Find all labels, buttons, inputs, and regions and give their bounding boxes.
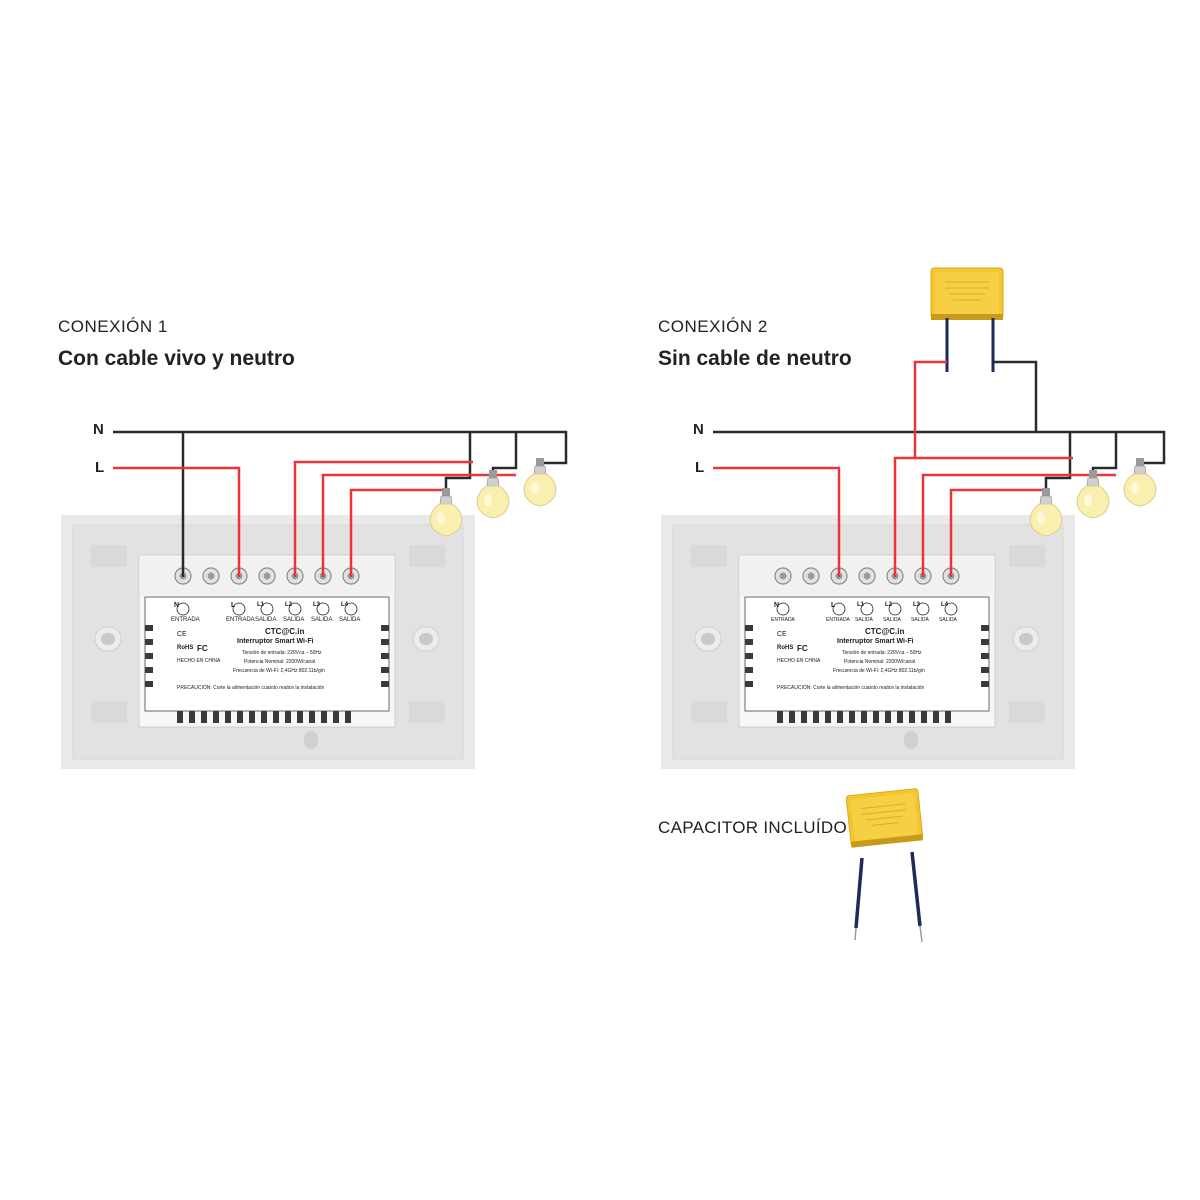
- terminal-l1-symbol-2: L1: [857, 602, 865, 608]
- bulb-2a-icon: [1029, 487, 1063, 537]
- origin-1: HECHO EN CHINA: [177, 658, 221, 664]
- terminal-l2-label-2: SALIDA: [883, 617, 901, 623]
- caution-2: PRECAUCIÓN: Corte la alimentación cuando…: [777, 685, 925, 691]
- neutral-label-1: N: [93, 421, 104, 438]
- terminal-l3-symbol-1: L3: [313, 602, 321, 608]
- terminal-l-symbol-1: L: [231, 602, 236, 609]
- live-label-1: L: [95, 459, 105, 476]
- connection2-title: Sin cable de neutro: [658, 347, 852, 370]
- terminal-l1-label-1: SALIDA: [255, 617, 277, 623]
- terminal-n-label-2: ENTRADA: [771, 617, 795, 623]
- terminal-l2-symbol-1: L2: [285, 602, 293, 608]
- rohs-mark-1: RoHS: [177, 645, 194, 651]
- connection1-title: Con cable vivo y neutro: [58, 347, 295, 370]
- connection1-number: CONEXIÓN 1: [58, 317, 168, 336]
- live-wire-1: [113, 460, 516, 577]
- bulb-2b-icon: [1076, 469, 1110, 519]
- terminal-n-label-1: ENTRADA: [171, 617, 200, 623]
- terminal-l4-symbol-1: L4: [341, 602, 349, 608]
- brand-1: CTC@C.in: [265, 627, 305, 636]
- spec-power-1: Potencia Nominal: 2200W/canal: [244, 659, 316, 665]
- live-label-2: L: [695, 459, 705, 476]
- fc-mark-1: FC: [197, 644, 208, 653]
- terminal-l-label-2: ENTRADA: [826, 617, 850, 623]
- spec-voltage-2: Tensión de entrada: 220Vca – 50Hz: [842, 650, 922, 656]
- bulb-1a-icon: [429, 487, 463, 537]
- neutral-label-2: N: [693, 421, 704, 438]
- live-wire-2: [713, 360, 1116, 577]
- capacitor-included-label: CAPACITOR INCLUÍDO: [658, 818, 847, 837]
- fc-mark-2: FC: [797, 644, 808, 653]
- terminal-n-symbol-2: N: [774, 602, 780, 609]
- brand-2: CTC@C.in: [865, 627, 905, 636]
- caution-1: PRECAUCIÓN: Corte la alimentación cuando…: [177, 685, 325, 691]
- bulb-1c-icon: [523, 457, 557, 507]
- rohs-mark-2: RoHS: [777, 645, 794, 651]
- terminal-l-label-1: ENTRADA: [226, 617, 255, 623]
- spec-wifi-1: Frecuencia de Wi-Fi: 2,4GHz 802.11b/g/n: [233, 668, 325, 674]
- ce-mark-1: CE: [177, 631, 187, 638]
- terminal-l3-label-2: SALIDA: [911, 617, 929, 623]
- spec-wifi-2: Frecuencia de Wi-Fi: 2,4GHz 802.11b/g/n: [833, 668, 925, 674]
- connection2-number: CONEXIÓN 2: [658, 317, 768, 336]
- terminal-l2-symbol-2: L2: [885, 602, 893, 608]
- terminal-l1-label-2: SALIDA: [855, 617, 873, 623]
- spec-voltage-1: Tensión de entrada: 220Vca – 50Hz: [242, 650, 322, 656]
- capacitor-top-icon: [930, 267, 1004, 321]
- terminal-l3-label-1: SALIDA: [311, 617, 333, 623]
- terminal-l4-symbol-2: L4: [941, 602, 949, 608]
- terminal-l3-symbol-2: L3: [913, 602, 921, 608]
- terminal-l4-label-1: SALIDA: [339, 617, 361, 623]
- capacitor-included-icon: [845, 787, 924, 849]
- product-2: Interruptor Smart Wi-Fi: [837, 638, 914, 645]
- terminal-l-symbol-2: L: [831, 602, 836, 609]
- bulb-1b-icon: [476, 469, 510, 519]
- terminal-l2-label-1: SALIDA: [283, 617, 305, 623]
- terminal-l1-symbol-1: L1: [257, 602, 265, 608]
- origin-2: HECHO EN CHINA: [777, 658, 821, 664]
- terminal-n-symbol-1: N: [174, 602, 180, 609]
- spec-power-2: Potencia Nominal: 2200W/canal: [844, 659, 916, 665]
- ce-mark-2: CE: [777, 631, 787, 638]
- terminal-l4-label-2: SALIDA: [939, 617, 957, 623]
- product-1: Interruptor Smart Wi-Fi: [237, 638, 314, 645]
- bulb-2c-icon: [1123, 457, 1157, 507]
